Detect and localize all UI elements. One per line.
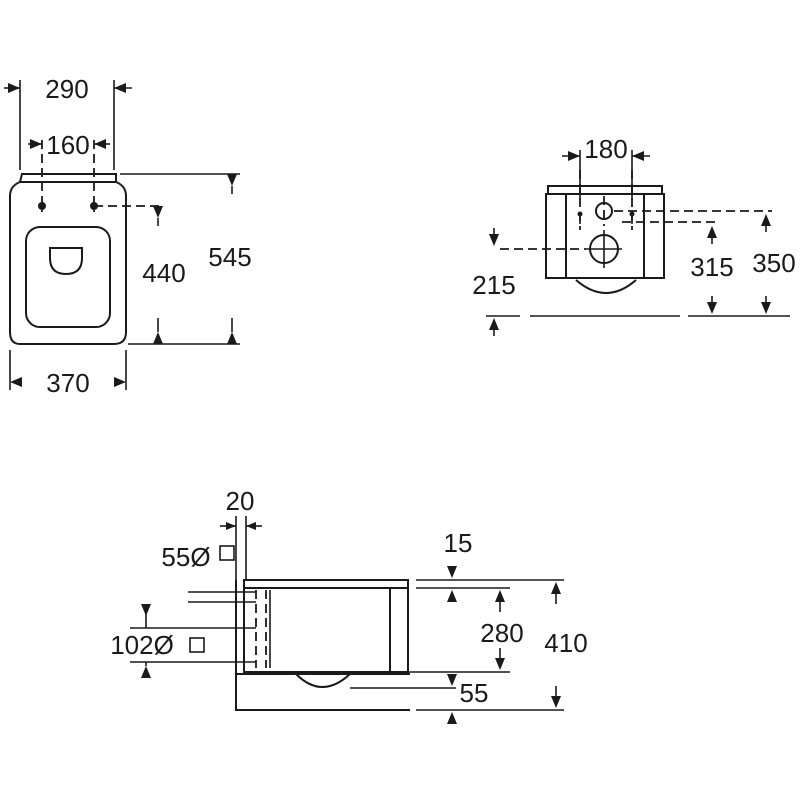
dim-20: 20 — [226, 486, 255, 516]
dim-55: 55 — [460, 678, 489, 708]
dim-280: 280 — [480, 618, 523, 648]
square-symbol-102 — [189, 637, 205, 653]
dim-15: 15 — [444, 528, 473, 558]
dim-350: 350 — [752, 248, 795, 278]
dim-410: 410 — [544, 628, 587, 658]
dim-545: 545 — [208, 242, 251, 272]
side-view-trap — [295, 673, 351, 688]
dim-315: 315 — [690, 252, 733, 282]
dim-102-diameter: 102Ø — [110, 630, 174, 660]
rear-view-bowl-bottom — [575, 279, 637, 294]
dim-370: 370 — [46, 368, 89, 398]
top-view-bowl — [25, 226, 111, 328]
side-view-seat — [243, 579, 409, 589]
top-view-body-outline — [9, 173, 127, 345]
side-view: 20 55Ø 102Ø — [110, 486, 588, 724]
side-view-lid-front — [389, 587, 409, 673]
top-view-drain — [49, 247, 83, 276]
dim-290: 290 — [45, 74, 88, 104]
top-view: 290 160 370 440 545 — [4, 74, 252, 398]
dim-160: 160 — [46, 130, 89, 160]
side-view-wall — [235, 580, 410, 711]
dim-215: 215 — [472, 270, 515, 300]
dim-55-diameter: 55Ø — [161, 542, 210, 572]
top-view-bolt-left — [38, 202, 46, 210]
rear-view: 180 215 — [472, 134, 796, 336]
dim-180: 180 — [584, 134, 627, 164]
rear-view-top-plate — [547, 185, 663, 195]
side-view-body — [243, 587, 391, 673]
square-symbol-55 — [219, 545, 235, 561]
dim-440: 440 — [142, 258, 185, 288]
rear-view-body — [545, 193, 665, 279]
